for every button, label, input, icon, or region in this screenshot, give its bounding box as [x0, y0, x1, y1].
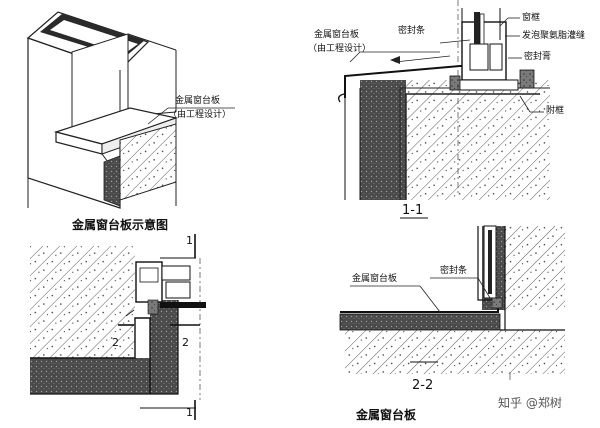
- sec11-plate-label: 金属窗台板: [314, 30, 360, 40]
- plan-cut-top: 1: [186, 234, 193, 247]
- sec11-design-label: （由工程设计）: [308, 44, 372, 54]
- sec11-sub-frame-label: 附框: [546, 106, 565, 116]
- iso-plate-label: 金属窗台板: [175, 96, 221, 106]
- sec22-section-mark: 2-2: [412, 378, 434, 393]
- iso-caption: 金属窗台板示意图: [72, 218, 169, 232]
- sec11-section-mark: 1-1: [402, 203, 424, 218]
- sec11-frame-label: 窗框: [522, 13, 541, 23]
- sec11-foam-label: 发泡聚氨脂灌缝: [522, 31, 586, 41]
- isometric-view: [26, 11, 235, 209]
- plan-cut-right: 2: [182, 336, 189, 349]
- plan-cut-left: 2: [112, 336, 119, 349]
- plan-view: [30, 234, 206, 420]
- sec11-seal-strip-label: 密封条: [398, 26, 426, 36]
- sec22-plate-label: 金属窗台板: [352, 274, 398, 284]
- iso-design-label: （由工程设计）: [168, 110, 232, 120]
- sec11-sub-frame: [457, 79, 519, 91]
- section-2-2: [339, 225, 565, 380]
- sec22-seal-strip-label: 密封条: [440, 266, 468, 276]
- sec11-sealant-label: 密封膏: [524, 52, 552, 62]
- watermark: 知乎 @郑树: [498, 396, 562, 410]
- sec22-caption: 金属窗台板: [356, 408, 417, 422]
- plan-cut-bottom: 1: [186, 406, 193, 419]
- section-1-1: [337, 0, 550, 219]
- sec22-sill-plate: [340, 300, 499, 313]
